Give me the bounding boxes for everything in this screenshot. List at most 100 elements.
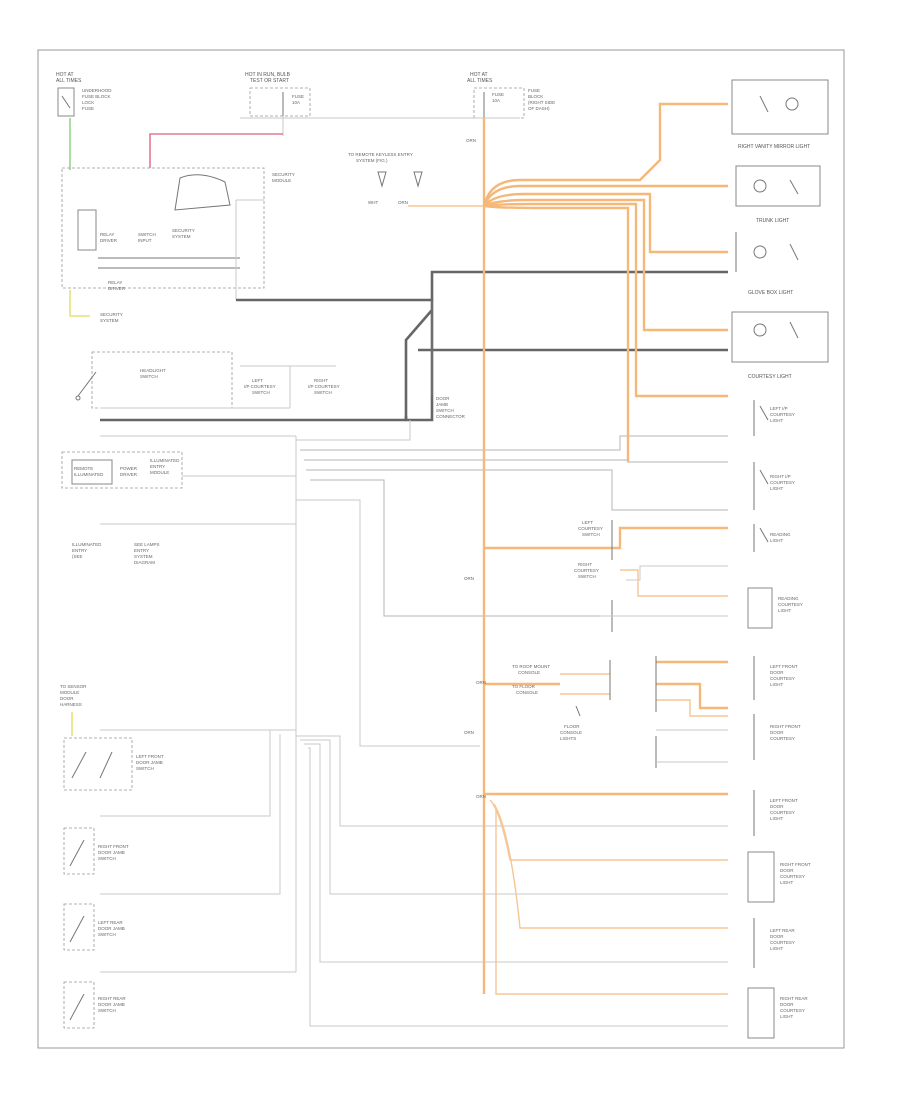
svg-text:SECURITY: SECURITY [100,312,123,317]
svg-text:DOOR JAMB: DOOR JAMB [98,850,125,855]
instrument-cluster-note: ILLUMINATED ENTRY (SEE SEE LAMPS ENTRY S… [72,542,160,565]
svg-text:COURTESY: COURTESY [780,874,805,879]
svg-text:DOOR: DOOR [780,1002,794,1007]
svg-text:CONNECTOR: CONNECTOR [436,414,466,419]
trunk-light-label: TRUNK LIGHT [756,218,789,224]
courtesy-lamp-relay-module: RELAY DRIVER SWITCH INPUT SECURITY SYSTE… [61,167,295,291]
svg-text:LEFT REAR: LEFT REAR [98,920,123,925]
svg-text:LEFT: LEFT [252,378,263,383]
svg-text:I/P COURTESY: I/P COURTESY [244,384,276,389]
svg-text:FUSE BLOCK: FUSE BLOCK [82,94,111,99]
svg-text:SWITCH: SWITCH [252,390,270,395]
svg-text:MODULE: MODULE [272,178,291,183]
svg-text:COURTESY: COURTESY [770,676,795,681]
svg-text:SWITCH: SWITCH [582,532,600,537]
svg-text:READING: READING [770,532,791,537]
ground-bus-1 [236,270,728,302]
svg-text:LIGHT: LIGHT [770,486,784,491]
svg-text:CONSOLE: CONSOLE [516,690,538,695]
svg-text:RIGHT FRONT: RIGHT FRONT [780,862,811,867]
svg-text:SWITCH: SWITCH [98,856,116,861]
svg-text:RIGHT: RIGHT [578,562,592,567]
svg-text:POWER: POWER [120,466,138,471]
svg-text:MODULE: MODULE [150,470,169,475]
svg-text:DOOR: DOOR [60,696,74,701]
svg-text:FUSE: FUSE [528,88,540,93]
pink-wire [149,133,283,168]
svg-text:SECURITY: SECURITY [172,228,195,233]
svg-text:DOOR JAMB: DOOR JAMB [98,1002,125,1007]
svg-text:FUSE: FUSE [82,106,94,111]
svg-text:LIGHT: LIGHT [770,682,784,687]
svg-text:SWITCH: SWITCH [98,1008,116,1013]
svg-text:COURTESY: COURTESY [770,412,795,417]
svg-text:DOOR: DOOR [780,868,794,873]
courtesy-warning-lamp-connectors: TO REMOTE KEYLESS ENTRY SYSTEM (FIG.) WH… [348,152,423,205]
svg-text:BLOCK: BLOCK [528,94,543,99]
diagram-border [37,49,845,1049]
svg-text:OF DASH): OF DASH) [528,106,550,111]
svg-text:COURTESY: COURTESY [780,1008,805,1013]
svg-text:RELAY: RELAY [100,232,114,237]
svg-text:10A: 10A [492,98,500,103]
svg-text:RIGHT REAR: RIGHT REAR [98,996,126,1001]
svg-text:DOOR JAMB: DOOR JAMB [136,760,163,765]
svg-text:WHT: WHT [368,200,378,205]
svg-text:HARNESS: HARNESS [60,702,82,707]
svg-text:SEE LAMPS: SEE LAMPS [134,542,160,547]
svg-text:TO REMOTE KEYLESS ENTRY: TO REMOTE KEYLESS ENTRY [348,152,413,157]
right-front-door-jamb-switch: RIGHT FRONT DOOR JAMB SWITCH [63,827,129,875]
svg-text:RIGHT: RIGHT [314,378,328,383]
svg-text:ORN: ORN [466,138,476,143]
svg-text:LEFT I/P: LEFT I/P [770,406,788,411]
svg-text:HOT AT: HOT AT [470,72,488,78]
svg-text:JAMB: JAMB [436,402,448,407]
svg-text:ENTRY: ENTRY [72,548,87,553]
svg-text:DRIVER: DRIVER [108,286,126,291]
glove-box-light: GLOVE BOX LIGHT [735,232,799,296]
svg-text:ORN: ORN [476,680,486,685]
svg-text:LEFT: LEFT [582,520,593,525]
svg-text:SWITCH: SWITCH [138,232,156,237]
courtesy-light-label: COURTESY LIGHT [748,374,792,380]
svg-text:TO ROOF MOUNT: TO ROOF MOUNT [512,664,550,669]
svg-text:ORN: ORN [464,576,474,581]
left-front-door-jamb-switch: LEFT FRONT DOOR JAMB SWITCH [63,737,164,791]
svg-text:(SEE: (SEE [72,554,83,559]
svg-text:LEFT REAR: LEFT REAR [770,928,795,933]
svg-text:RELAY: RELAY [108,280,122,285]
svg-text:FUSE: FUSE [292,94,304,99]
svg-text:ENTRY: ENTRY [134,548,149,553]
svg-text:LIGHT: LIGHT [770,418,784,423]
svg-text:SYSTEM (FIG.): SYSTEM (FIG.) [356,158,388,163]
svg-text:LIGHT: LIGHT [780,880,794,885]
svg-text:REMOTE: REMOTE [74,466,93,471]
right-vanity-mirror-light: RIGHT VANITY MIRROR LIGHT [731,79,829,150]
svg-text:ILLUMINATED: ILLUMINATED [74,472,104,477]
svg-text:DRIVER: DRIVER [120,472,138,477]
svg-text:DOOR: DOOR [770,804,784,809]
svg-text:UNDERHOOD: UNDERHOOD [82,88,112,93]
hot-at-all-times-fuse-left: HOT AT ALL TIMES UNDERHOOD FUSE BLOCK LO… [56,72,112,117]
svg-text:ENTRY: ENTRY [150,464,165,469]
svg-text:COURTESY: COURTESY [578,526,603,531]
svg-text:SYSTEM: SYSTEM [100,318,119,323]
svg-text:RIGHT FRONT: RIGHT FRONT [770,724,801,729]
svg-text:TO SENSOR: TO SENSOR [60,684,87,689]
svg-text:I/P COURTESY: I/P COURTESY [308,384,340,389]
yellow-wire [69,290,90,317]
svg-text:DOOR JAMB: DOOR JAMB [98,926,125,931]
svg-text:HOT AT: HOT AT [56,72,74,78]
svg-text:SWITCH: SWITCH [98,932,116,937]
svg-text:FLOOR: FLOOR [564,724,580,729]
left-rear-door-jamb-switch: LEFT REAR DOOR JAMB SWITCH [63,903,125,951]
svg-text:LEFT FRONT: LEFT FRONT [136,754,164,759]
svg-text:LIGHT: LIGHT [770,816,784,821]
hot-at-all-times-fuse-right: HOT AT ALL TIMES FUSE 10A FUSE BLOCK (RI… [467,72,555,119]
svg-text:FUSE: FUSE [492,92,504,97]
svg-text:RIGHT I/P: RIGHT I/P [770,474,791,479]
svg-text:ILLUMINATED: ILLUMINATED [72,542,102,547]
trunk-light: TRUNK LIGHT [735,165,821,224]
